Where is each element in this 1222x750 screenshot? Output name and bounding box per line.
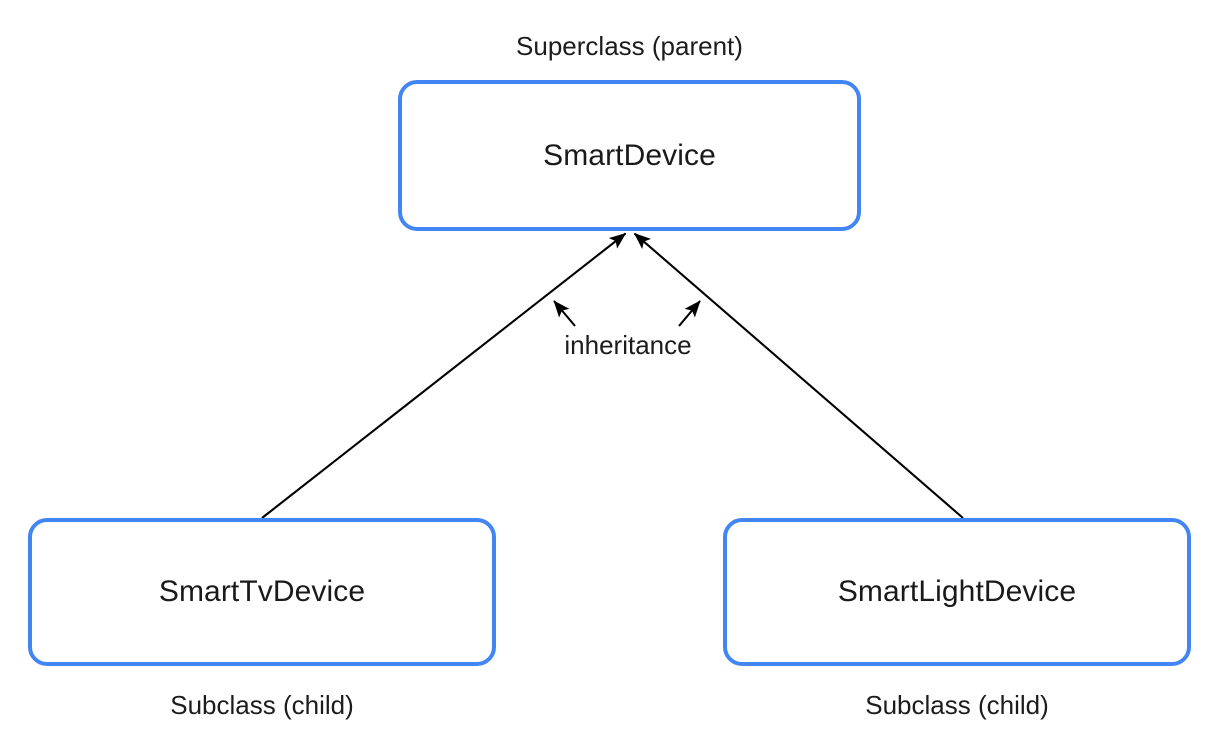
- inheritance-label: inheritance: [564, 330, 692, 360]
- superclass-caption: Superclass (parent): [516, 31, 743, 61]
- inheritance-arrow-left: [261, 232, 627, 519]
- inheritance-arrow-right: [633, 232, 964, 519]
- subclass-caption-light: Subclass (child): [865, 690, 1049, 720]
- class-name-label: SmartDevice: [543, 138, 716, 172]
- arrow-up-left-icon: [553, 300, 576, 327]
- subclass-caption-tv: Subclass (child): [170, 690, 354, 720]
- class-name-label: SmartTvDevice: [158, 575, 366, 608]
- class-name-label: SmartLightDevice: [837, 575, 1077, 608]
- class-box-smarttvdevice[interactable]: SmartTvDevice: [28, 518, 496, 666]
- arrow-up-right-icon: [678, 300, 701, 327]
- class-box-smartdevice[interactable]: SmartDevice: [398, 80, 861, 231]
- class-box-smartlightdevice[interactable]: SmartLightDevice: [723, 518, 1191, 666]
